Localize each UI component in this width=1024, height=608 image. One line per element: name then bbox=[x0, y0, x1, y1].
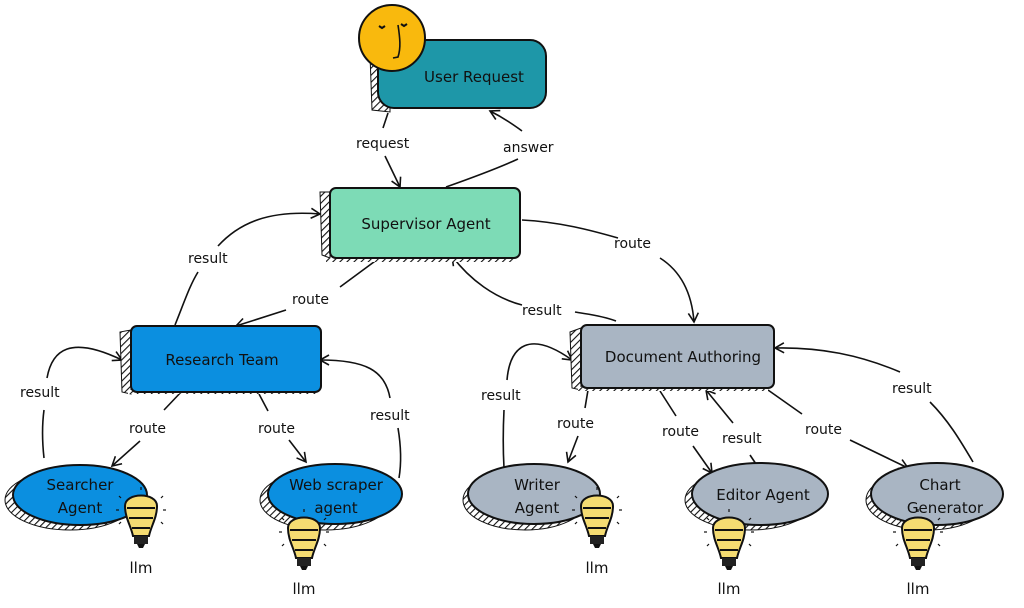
llm-label: llm bbox=[293, 580, 316, 598]
node-label-line1: Searcher bbox=[47, 476, 115, 494]
llm-label: llm bbox=[586, 559, 609, 577]
edges bbox=[41, 109, 974, 479]
edge-label-route: route bbox=[614, 236, 651, 252]
llm-label: llm bbox=[718, 580, 741, 598]
edge-label-result: result bbox=[522, 303, 562, 319]
edge-route-research-webscraper-arrow bbox=[288, 439, 308, 464]
edge-result-research-supervisor-arrow bbox=[217, 207, 322, 247]
edge-label-result: result bbox=[188, 251, 228, 267]
node-webscraper-agent[interactable]: Web scraper agent llm bbox=[259, 463, 403, 598]
node-label-line1: Writer bbox=[514, 476, 561, 494]
node-label-line2: Generator bbox=[907, 499, 984, 517]
edge-route-research-searcher-arrow bbox=[110, 440, 141, 468]
edge-route-research-webscraper bbox=[258, 393, 269, 412]
edge-result-research-supervisor bbox=[174, 271, 199, 326]
edge-label-result: result bbox=[481, 388, 521, 404]
edge-result-chart-document-arrow bbox=[773, 342, 901, 373]
edge-result-editor-document-arrow bbox=[704, 388, 734, 424]
edge-request bbox=[382, 112, 389, 129]
edge-route-document-editor-arrow bbox=[692, 445, 713, 475]
edge-result-chart-document bbox=[929, 401, 974, 463]
node-label: Research Team bbox=[165, 351, 278, 369]
edge-route-supervisor-document-arrow bbox=[659, 257, 700, 324]
edge-label-result: result bbox=[722, 431, 762, 447]
edge-result-webscraper-research bbox=[397, 427, 402, 479]
edge-route-document-chart-arrow bbox=[849, 439, 910, 470]
node-label-line1: Chart bbox=[919, 476, 960, 494]
node-chart-generator[interactable]: Chart Generator llm bbox=[865, 462, 1004, 598]
node-label-line2: Agent bbox=[58, 499, 103, 517]
edge-label-result: result bbox=[20, 385, 60, 401]
edge-result-webscraper-research-arrow bbox=[318, 354, 391, 399]
node-label: Editor Agent bbox=[716, 486, 810, 504]
edge-result-document-supervisor-arrow bbox=[451, 254, 523, 306]
edge-answer-arrow bbox=[488, 109, 523, 132]
edge-label-route: route bbox=[662, 424, 699, 440]
edge-route-document-editor bbox=[659, 390, 677, 417]
edge-label-route: route bbox=[129, 421, 166, 437]
llm-label: llm bbox=[907, 580, 930, 598]
edge-route-supervisor-research-arrow bbox=[234, 309, 287, 329]
edge-route-document-chart bbox=[767, 389, 803, 415]
edge-label-request: request bbox=[356, 136, 410, 152]
node-label: User Request bbox=[424, 68, 524, 86]
llm-label: llm bbox=[130, 559, 153, 577]
node-label-line1: Web scraper bbox=[289, 476, 384, 494]
edge-answer bbox=[445, 158, 519, 188]
node-supervisor-agent[interactable]: Supervisor Agent bbox=[319, 187, 521, 262]
edge-route-supervisor-document bbox=[521, 219, 619, 239]
edge-result-searcher-research bbox=[41, 409, 45, 459]
edge-label-route: route bbox=[292, 292, 329, 308]
node-document-authoring[interactable]: Document Authoring bbox=[569, 324, 775, 391]
node-research-team[interactable]: Research Team bbox=[119, 325, 322, 395]
edge-route-document-writer-arrow bbox=[565, 435, 579, 464]
node-label-line2: Agent bbox=[515, 499, 560, 517]
node-writer-agent[interactable]: Writer Agent llm bbox=[462, 463, 623, 577]
edge-label-route: route bbox=[258, 421, 295, 437]
edge-label-result: result bbox=[370, 408, 410, 424]
edge-label-answer: answer bbox=[503, 140, 554, 156]
edge-result-document-supervisor bbox=[574, 311, 617, 322]
edge-request-arrow bbox=[384, 155, 402, 189]
edge-label-route: route bbox=[805, 422, 842, 438]
node-label-line2: agent bbox=[314, 499, 357, 517]
user-avatar-icon bbox=[358, 4, 426, 72]
edge-route-document-writer bbox=[584, 389, 589, 409]
edge-result-searcher-research-arrow bbox=[46, 346, 124, 379]
node-label: Document Authoring bbox=[605, 348, 761, 366]
node-label: Supervisor Agent bbox=[361, 215, 490, 233]
edge-result-writer-document bbox=[502, 409, 505, 469]
edge-result-writer-document-arrow bbox=[506, 343, 574, 381]
node-editor-agent[interactable]: Editor Agent llm bbox=[684, 462, 829, 598]
node-user-request[interactable]: User Request bbox=[358, 4, 547, 113]
edge-label-route: route bbox=[557, 416, 594, 432]
edge-label-result: result bbox=[892, 381, 932, 397]
edge-labels: request answer result route route result… bbox=[20, 136, 932, 447]
node-searcher-agent[interactable]: Searcher Agent llm bbox=[4, 464, 167, 577]
